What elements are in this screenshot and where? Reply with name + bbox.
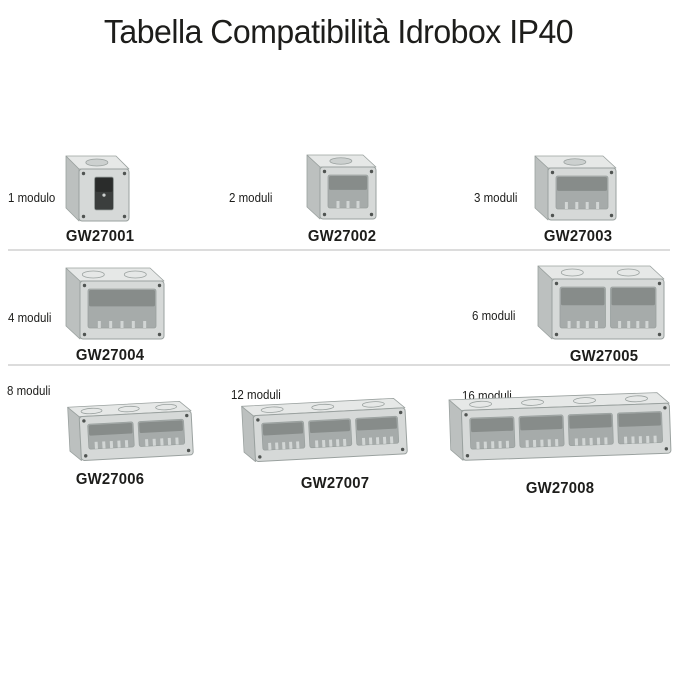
product-code-gw27003: GW27003: [543, 228, 613, 245]
modules-label-2: 2 moduli: [229, 191, 273, 205]
product-image-gw27001: [64, 154, 131, 223]
row-divider-2: [8, 364, 670, 366]
product-image-gw27003: [533, 154, 618, 222]
product-image-gw27006: [67, 400, 194, 462]
product-image-gw27008: [448, 392, 672, 461]
modules-label-3: 3 moduli: [474, 191, 518, 205]
product-code-gw27007: GW27007: [300, 475, 370, 492]
product-code-gw27004: GW27004: [75, 347, 145, 364]
row-divider-1: [8, 249, 670, 251]
modules-label-6: 8 moduli: [7, 384, 51, 398]
modules-label-1: 1 modulo: [8, 191, 56, 205]
product-code-gw27006: GW27006: [75, 471, 145, 488]
product-image-gw27002: [305, 153, 378, 221]
modules-label-4: 4 moduli: [8, 311, 52, 325]
modules-label-5: 6 moduli: [472, 309, 516, 323]
page-title: Tabella Compatibilità Idrobox IP40: [103, 13, 574, 50]
modules-label-7: 12 moduli: [231, 388, 281, 402]
product-code-gw27005: GW27005: [569, 348, 639, 365]
product-code-gw27002: GW27002: [307, 228, 377, 245]
product-code-gw27008: GW27008: [525, 480, 595, 497]
product-image-gw27004: [64, 266, 166, 341]
product-code-gw27001: GW27001: [65, 228, 135, 245]
product-image-gw27005: [536, 264, 666, 341]
product-image-gw27007: [241, 397, 408, 463]
